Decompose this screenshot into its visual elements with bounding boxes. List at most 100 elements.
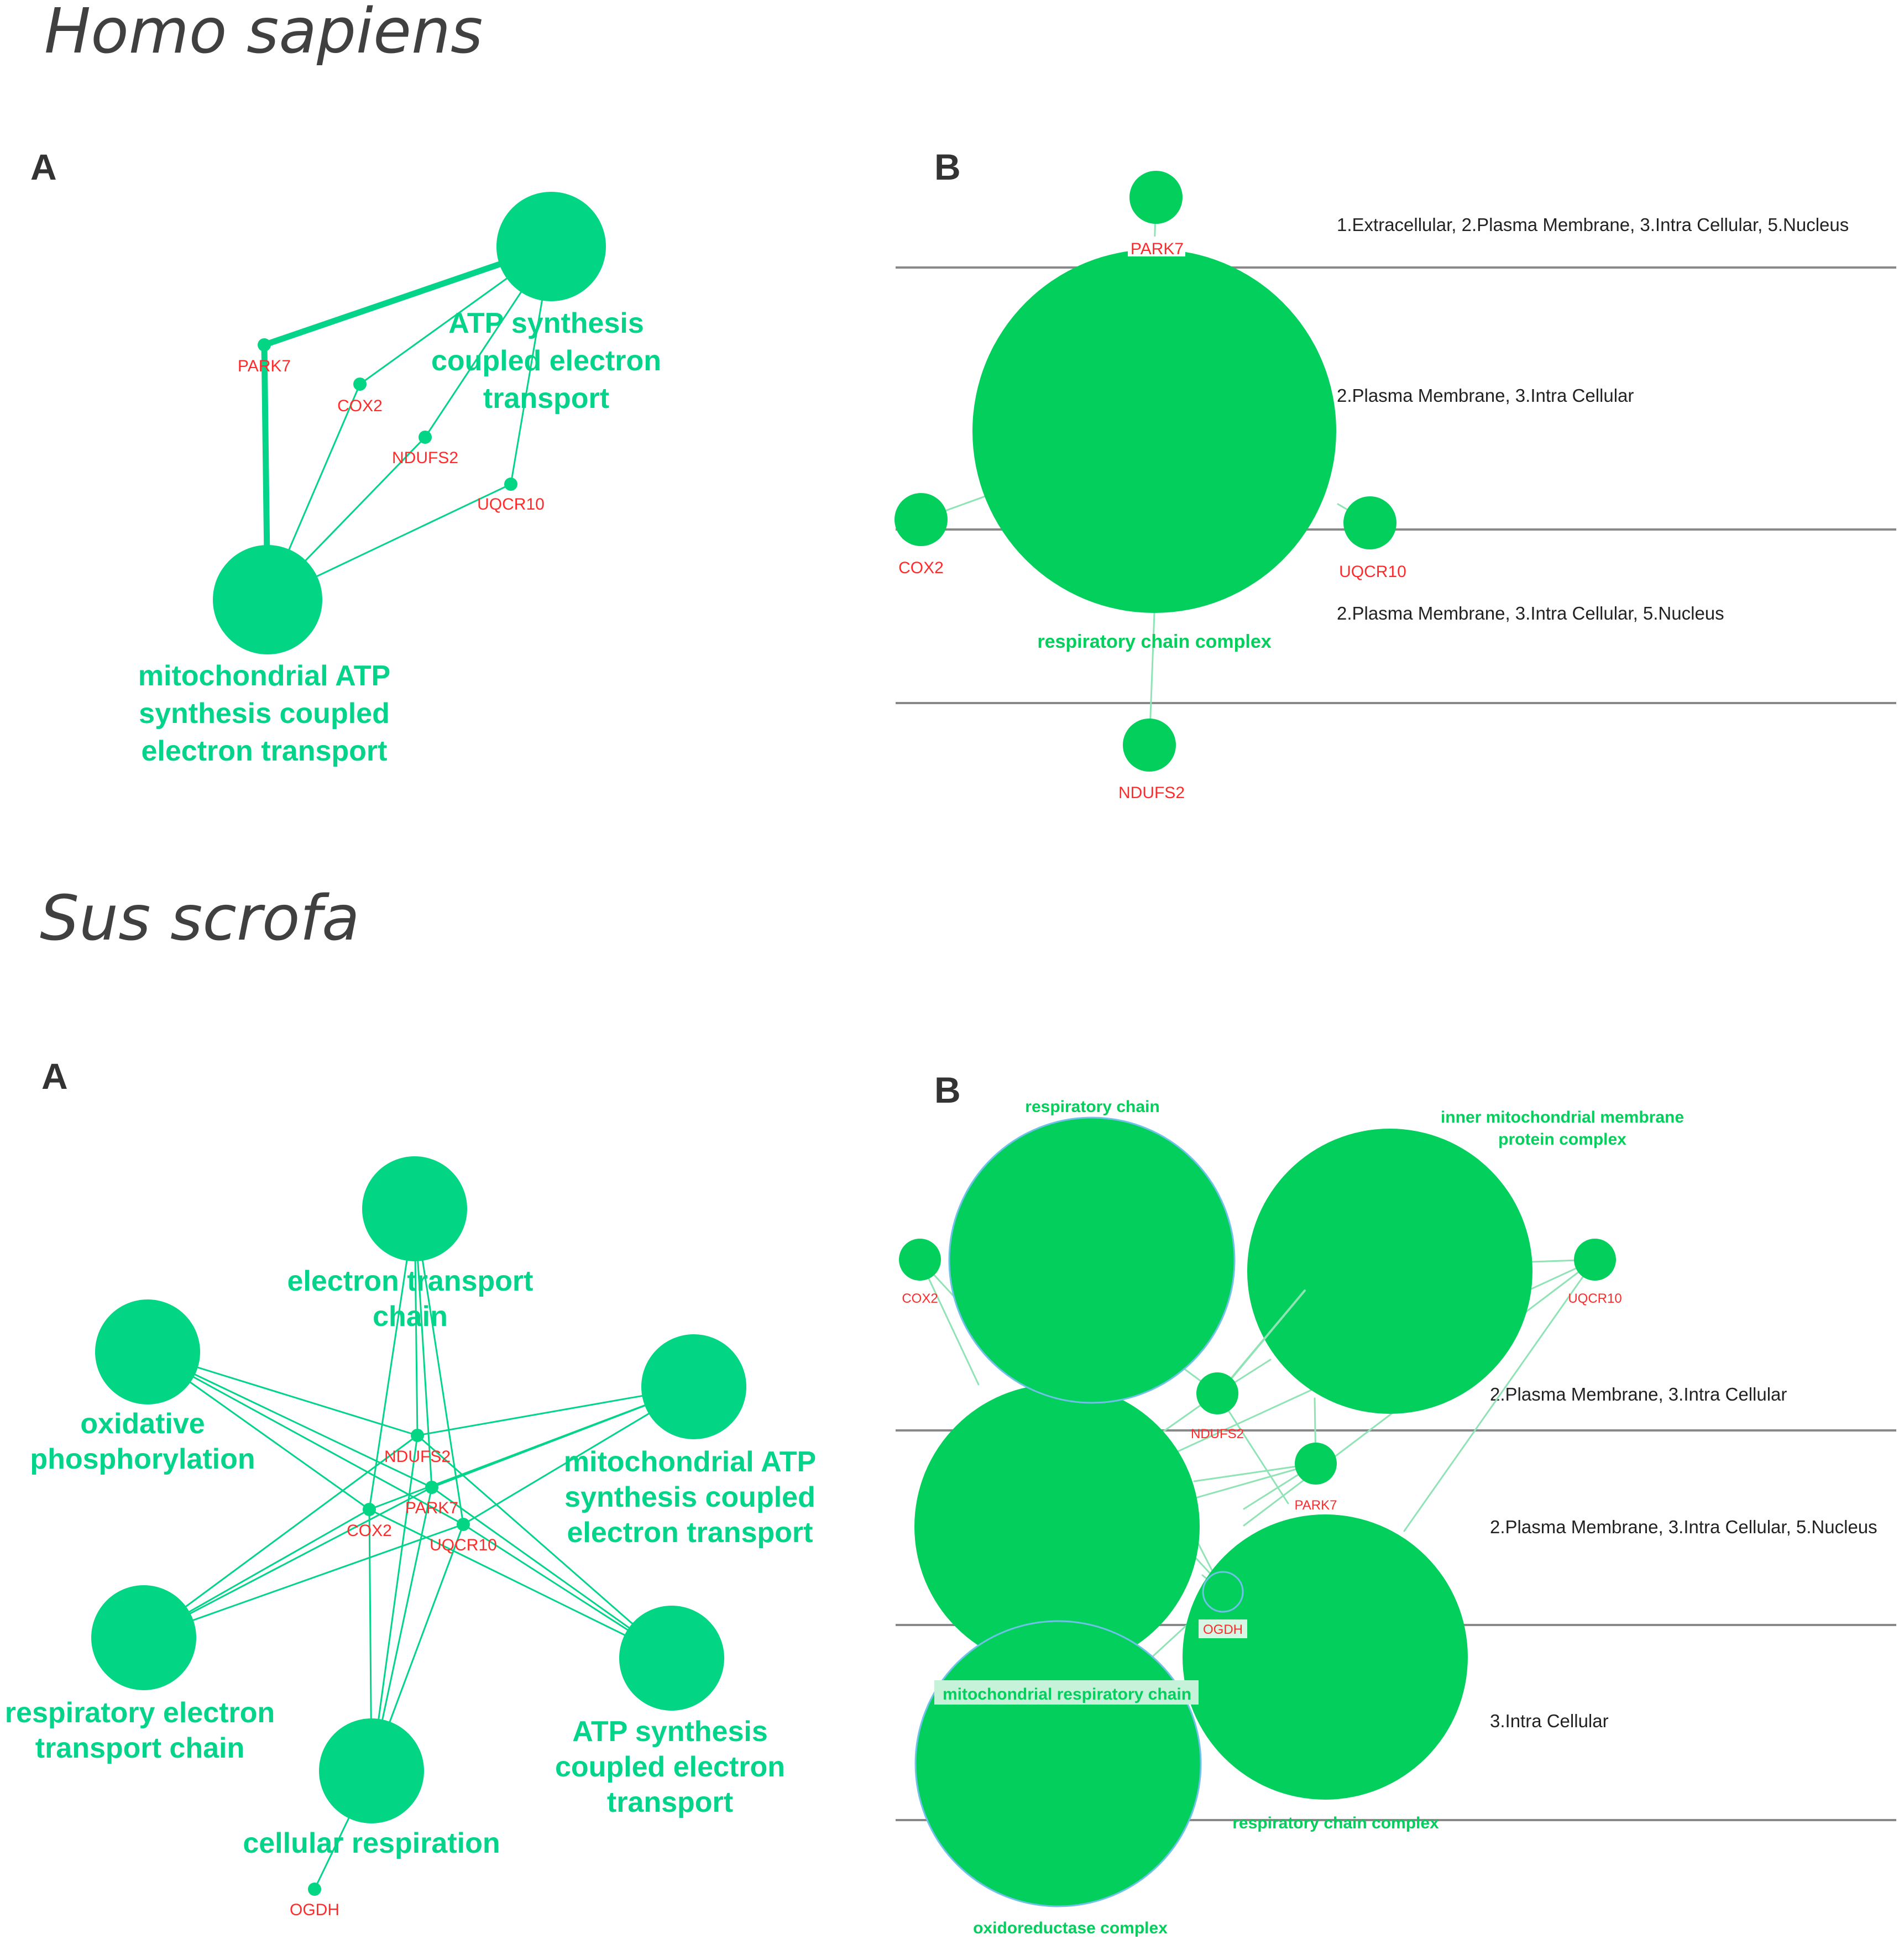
gene-label-park7: PARK7 [238,357,291,375]
gene-label-sus-uqcr10: UQCR10 [430,1536,497,1554]
edge-sus-t4-ndufs2 [143,1434,419,1639]
edge-sus-b-6 [1403,1259,1596,1532]
edge-sus-t3-cox2 [368,1386,695,1511]
term-node-sus-t5 [619,1606,724,1711]
term-label-sus-b-t1-line-1: respiratory chain [1025,1098,1159,1116]
term-label-mitochondrial-atp-line-1: mitochondrial ATP [138,660,390,692]
edge-sus-t2-uqcr10 [147,1351,464,1525]
term-label-sus-b-t2-line-2: protein complex [1498,1130,1626,1149]
term-label-respiratory-chain-complex: respiratory chain complex [1037,631,1271,652]
term-label-sus-t1-line-1: electron transport [287,1265,533,1297]
layer-label-1: 1.Extracellular, 2.Plasma Membrane, 3.In… [1337,214,1849,235]
gene-label-cox2: COX2 [337,397,383,415]
term-label-bg-sus-b-mito-respiratory-chain [934,1680,1199,1705]
gene-node-sus-park7 [425,1481,438,1494]
term-label-sus-t5-line-2: coupled electron [555,1751,785,1783]
term-label-atp-synthesis-line-3: transport [483,382,609,415]
term-label-sus-b-t2-line-1: inner mitochondrial membrane [1441,1108,1684,1126]
gene-node-uqcr10 [504,478,517,491]
edge-sus-t1-uqcr10 [414,1208,464,1525]
layer-label-sus-2: 2.Plasma Membrane, 3.Intra Cellular, 5.N… [1490,1517,1877,1537]
gene-node-sus-uqcr10 [457,1518,470,1531]
term-node-respiratory-chain-complex [972,249,1336,613]
layer-label-sus-1: 2.Plasma Membrane, 3.Intra Cellular [1490,1384,1787,1404]
term-label-sus-t5-line-1: ATP synthesis [572,1716,768,1748]
gene-node-b-park7 [1129,171,1183,224]
term-label-sus-t3-line-2: synthesis coupled [564,1481,815,1513]
gene-node-sus-b-cox2 [899,1239,941,1281]
term-node-sus-t4 [91,1585,196,1690]
gene-node-sus-b-ogdh [1202,1571,1244,1613]
edge-sus-b-1 [919,1259,980,1386]
edge-sus-t5-cox2 [368,1508,673,1659]
gene-label-bg-sus-b-ogdh [1199,1619,1247,1638]
gene-label-bg-b-park7 [1128,237,1185,256]
gene-node-sus-b-uqcr10 [1574,1239,1616,1281]
gene-node-ndufs2 [419,431,432,444]
edge-sus-t5-ndufs2 [416,1434,673,1659]
term-node-sus-t3 [641,1334,746,1439]
term-node-sus-b-inner-mito-membrane [1247,1129,1532,1414]
gene-label-sus-b-ndufs2: NDUFS2 [1191,1427,1244,1441]
term-node-atp-synthesis [496,192,606,301]
gene-node-b-ndufs2 [1123,719,1176,772]
gene-label-b-ndufs2: NDUFS2 [1118,784,1185,802]
gene-label-sus-ndufs2: NDUFS2 [384,1448,451,1466]
gene-label-sus-b-ogdh: OGDH [1203,1622,1243,1637]
term-label-sus-t2-line-2: phosphorylation [30,1443,255,1475]
term-label-sus-b-t4-line-1: respiratory chain complex [1232,1814,1439,1832]
term-node-sus-b-respiratory-chain-complex [1183,1514,1468,1800]
gene-label-sus-b-park7: PARK7 [1295,1498,1337,1513]
term-label-sus-t2-line-1: oxidative [80,1408,205,1440]
gene-node-park7 [258,338,271,352]
gene-node-sus-b-park7 [1295,1443,1337,1485]
layer-label-3: 2.Plasma Membrane, 3.Intra Cellular, 5.N… [1337,603,1724,623]
gene-label-b-cox2: COX2 [898,559,944,577]
panel-letter-a-sus: A [41,1056,68,1097]
species-title-sus-scrofa: Sus scrofa [40,883,360,955]
panel-letter-b: B [934,146,961,187]
gene-node-sus-ogdh [308,1883,321,1896]
gene-label-b-uqcr10: UQCR10 [1339,563,1406,581]
term-label-atp-synthesis-line-2: coupled electron [431,345,661,377]
gene-node-sus-cox2 [363,1503,376,1516]
term-label-mitochondrial-atp-line-3: electron transport [142,735,388,767]
term-label-sus-t4-line-1: respiratory electron [5,1697,275,1729]
gene-label-sus-park7: PARK7 [405,1499,458,1517]
term-label-sus-t5-line-3: transport [607,1786,733,1818]
term-label-mitochondrial-atp-line-2: synthesis coupled [139,698,390,730]
term-node-sus-t2 [95,1299,200,1404]
gene-node-cox2 [353,378,367,391]
gene-label-sus-b-cox2: COX2 [902,1291,938,1306]
gene-label-sus-b-uqcr10: UQCR10 [1568,1291,1621,1306]
edge-sus-t4-uqcr10 [143,1523,464,1639]
term-label-sus-t4-line-2: transport chain [35,1732,245,1764]
edge-sus-t6-ndufs2 [370,1434,419,1772]
term-node-sus-t1 [362,1156,467,1261]
edge-sus-b-overlay [1227,1289,1306,1383]
layer-label-2: 2.Plasma Membrane, 3.Intra Cellular [1337,385,1634,406]
panel-letter-b-sus: B [934,1070,961,1110]
edge-sus-t4-park7 [143,1486,433,1639]
term-node-mitochondrial-atp [213,545,322,654]
gene-node-b-cox2 [895,493,948,546]
term-label-sus-b-t3-line-1: mitochondrial respiratory chain [943,1685,1191,1703]
gene-node-sus-ndufs2 [411,1429,424,1442]
edge-sus-b-10 [1216,1392,1289,1504]
gene-node-sus-b-ndufs2 [1196,1372,1238,1414]
term-node-sus-t6 [319,1718,424,1823]
term-label-sus-t1-line-2: chain [373,1301,448,1333]
term-node-sus-b-respiratory-chain [948,1116,1236,1404]
species-title-homo-sapiens: Homo sapiens [44,0,483,67]
layer-label-sus-3: 3.Intra Cellular [1490,1711,1609,1731]
term-node-sus-b-mito-respiratory-chain [914,1384,1200,1669]
panel-letter-a: A [30,146,57,187]
gene-label-b-park7: PARK7 [1131,240,1184,258]
term-label-sus-t6-line-1: cellular respiration [243,1827,500,1859]
term-label-sus-b-t5-line-1: oxidoreductase complex [973,1919,1168,1937]
term-label-atp-synthesis-line-1: ATP synthesis [448,307,644,339]
gene-label-sus-ogdh: OGDH [290,1901,339,1919]
gene-label-uqcr10: UQCR10 [477,495,545,513]
gene-node-b-uqcr10 [1343,496,1396,549]
